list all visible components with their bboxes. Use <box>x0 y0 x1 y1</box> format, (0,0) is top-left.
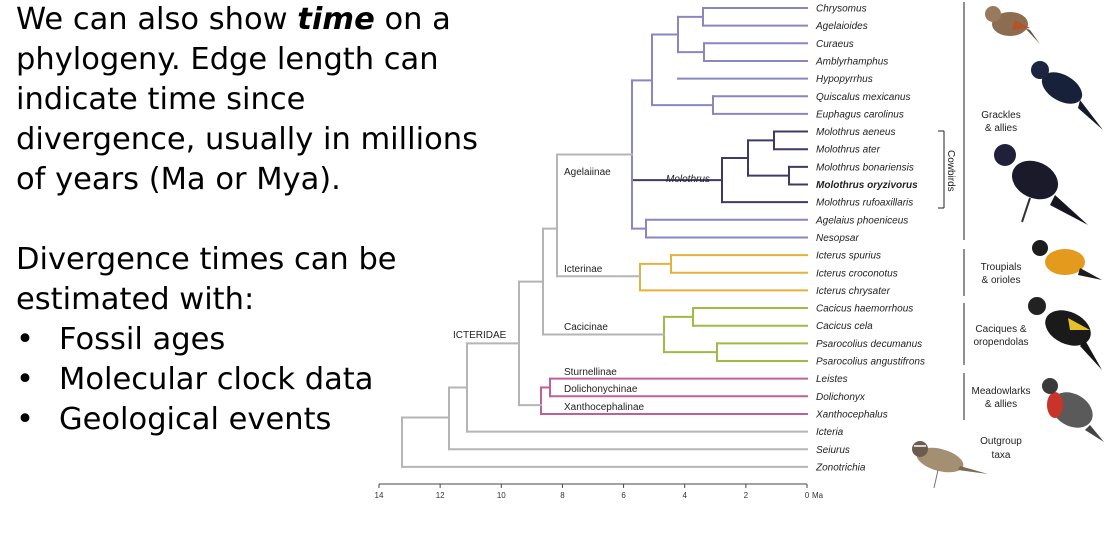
sparrow-illustration <box>912 441 988 489</box>
tip-label: Agelaioides <box>815 21 868 32</box>
tip-labels: ChrysomusAgelaioidesCuraeusAmblyrhamphus… <box>815 4 925 474</box>
grackles-label: Grackles <box>981 110 1020 121</box>
tip-label: Molothrus rufoaxillaris <box>816 198 913 209</box>
estimation-heading: Divergence times can be estimated with: <box>16 242 397 317</box>
clade-label-icterinae: Icterinae <box>564 264 603 275</box>
troupials-label-2: & orioles <box>982 275 1021 286</box>
caciques-label-2: oropendolas <box>973 337 1028 348</box>
axis-tick-label: 14 <box>375 491 384 500</box>
tree-branches <box>401 7 808 468</box>
bullet-glyph: • <box>16 362 34 397</box>
tip-label: Psarocolius angustifrons <box>816 357 925 368</box>
tip-label: Seiurus <box>816 445 850 456</box>
estimation-methods-list: • Fossil ages • Molecular clock data • Geol… <box>16 320 486 440</box>
clade-label-sturnellinae: Sturnellinae <box>564 367 617 378</box>
caciques-label: Caciques & <box>975 324 1026 335</box>
bullet-fossil-ages: Fossil ages <box>59 322 226 357</box>
intro-text-start: We can also show <box>16 2 298 37</box>
list-item: • Geological events <box>16 400 486 440</box>
cowbirds-label: Cowbirds <box>945 150 956 192</box>
tip-label: Hypopyrrhus <box>816 74 873 85</box>
axis-tick-label: 12 <box>436 491 445 500</box>
tip-label: Cacicus haemorrhous <box>816 304 913 315</box>
outgroup-label-2: taxa <box>992 450 1011 461</box>
tip-label: Molothrus bonariensis <box>816 162 914 173</box>
tip-label: Icterus croconotus <box>816 268 898 279</box>
bullet-glyph: • <box>16 322 34 357</box>
cowbird-illustration <box>994 144 1088 225</box>
clade-label-molothrus: Molothrus <box>666 174 710 185</box>
oriole-illustration <box>1032 240 1102 280</box>
grackles-label-2: & allies <box>985 123 1017 134</box>
bullet-glyph: • <box>16 402 34 437</box>
tip-label: Euphagus carolinus <box>816 109 904 120</box>
clade-label-icteridae: ICTERIDAE <box>453 330 507 341</box>
tip-label: Chrysomus <box>816 4 867 15</box>
tip-label: Icterus spurius <box>816 251 881 262</box>
bullet-geological-events: Geological events <box>59 402 332 437</box>
meadowlarks-label: Meadowlarks <box>972 386 1031 397</box>
axis-tick-label: 6 <box>621 491 626 500</box>
troupials-label: Troupials <box>981 262 1022 273</box>
axis-tick-label: 2 <box>744 491 749 500</box>
clade-label-xanthocephalinae: Xanthocephalinae <box>564 402 645 413</box>
list-item: • Molecular clock data <box>16 360 486 400</box>
tip-label: Icterus chrysater <box>816 286 891 297</box>
tip-label: Xanthocephalus <box>815 409 888 420</box>
tip-label: Icteria <box>816 427 844 438</box>
emphasis-time: time <box>297 2 375 37</box>
axis-tick-label: 0 <box>805 491 810 500</box>
bullet-molecular-clock: Molecular clock data <box>59 362 374 397</box>
tip-label: Zonotrichia <box>815 462 866 473</box>
meadowlark-illustration <box>1042 378 1104 442</box>
cacique-illustration <box>1028 297 1102 370</box>
intro-text-end: on a phylogeny. Edge length can indicate… <box>16 2 478 197</box>
tip-label: Agelaius phoeniceus <box>815 215 908 226</box>
tip-label: Dolichonyx <box>816 392 866 403</box>
tip-label: Leistes <box>816 374 848 385</box>
axis-tick-label: 8 <box>560 491 565 500</box>
brown-finch-illustration <box>985 6 1040 44</box>
outgroup-label: Outgroup <box>980 436 1022 447</box>
tip-label: Quiscalus mexicanus <box>816 92 910 103</box>
intro-paragraph: We can also show time on a phylogeny. Ed… <box>16 0 486 200</box>
axis-tick-label: 10 <box>497 491 506 500</box>
meadowlarks-label-2: & allies <box>985 399 1017 410</box>
axis-unit-label: Ma <box>812 491 824 500</box>
tip-label: Molothrus aeneus <box>816 127 896 138</box>
list-item: • Fossil ages <box>16 320 486 360</box>
slide-text: We can also show time on a phylogeny. Ed… <box>16 0 486 440</box>
axis-tick-label: 4 <box>682 491 687 500</box>
clade-label-dolichonychinae: Dolichonychinae <box>564 384 638 395</box>
tip-label: Cacicus cela <box>816 321 873 332</box>
clade-label-agelaiinae: Agelaiinae <box>564 167 611 178</box>
clade-label-cacicinae: Cacicinae <box>564 322 608 333</box>
tip-label: Molothrus ater <box>816 145 881 156</box>
tip-label: Amblyrhamphus <box>815 56 888 67</box>
tip-label: Psarocolius decumanus <box>816 339 922 350</box>
tip-label: Molothrus oryzivorus <box>816 180 918 191</box>
grackle-illustration <box>1031 61 1103 130</box>
tip-label: Nesopsar <box>816 233 859 244</box>
tip-label: Curaeus <box>816 39 854 50</box>
